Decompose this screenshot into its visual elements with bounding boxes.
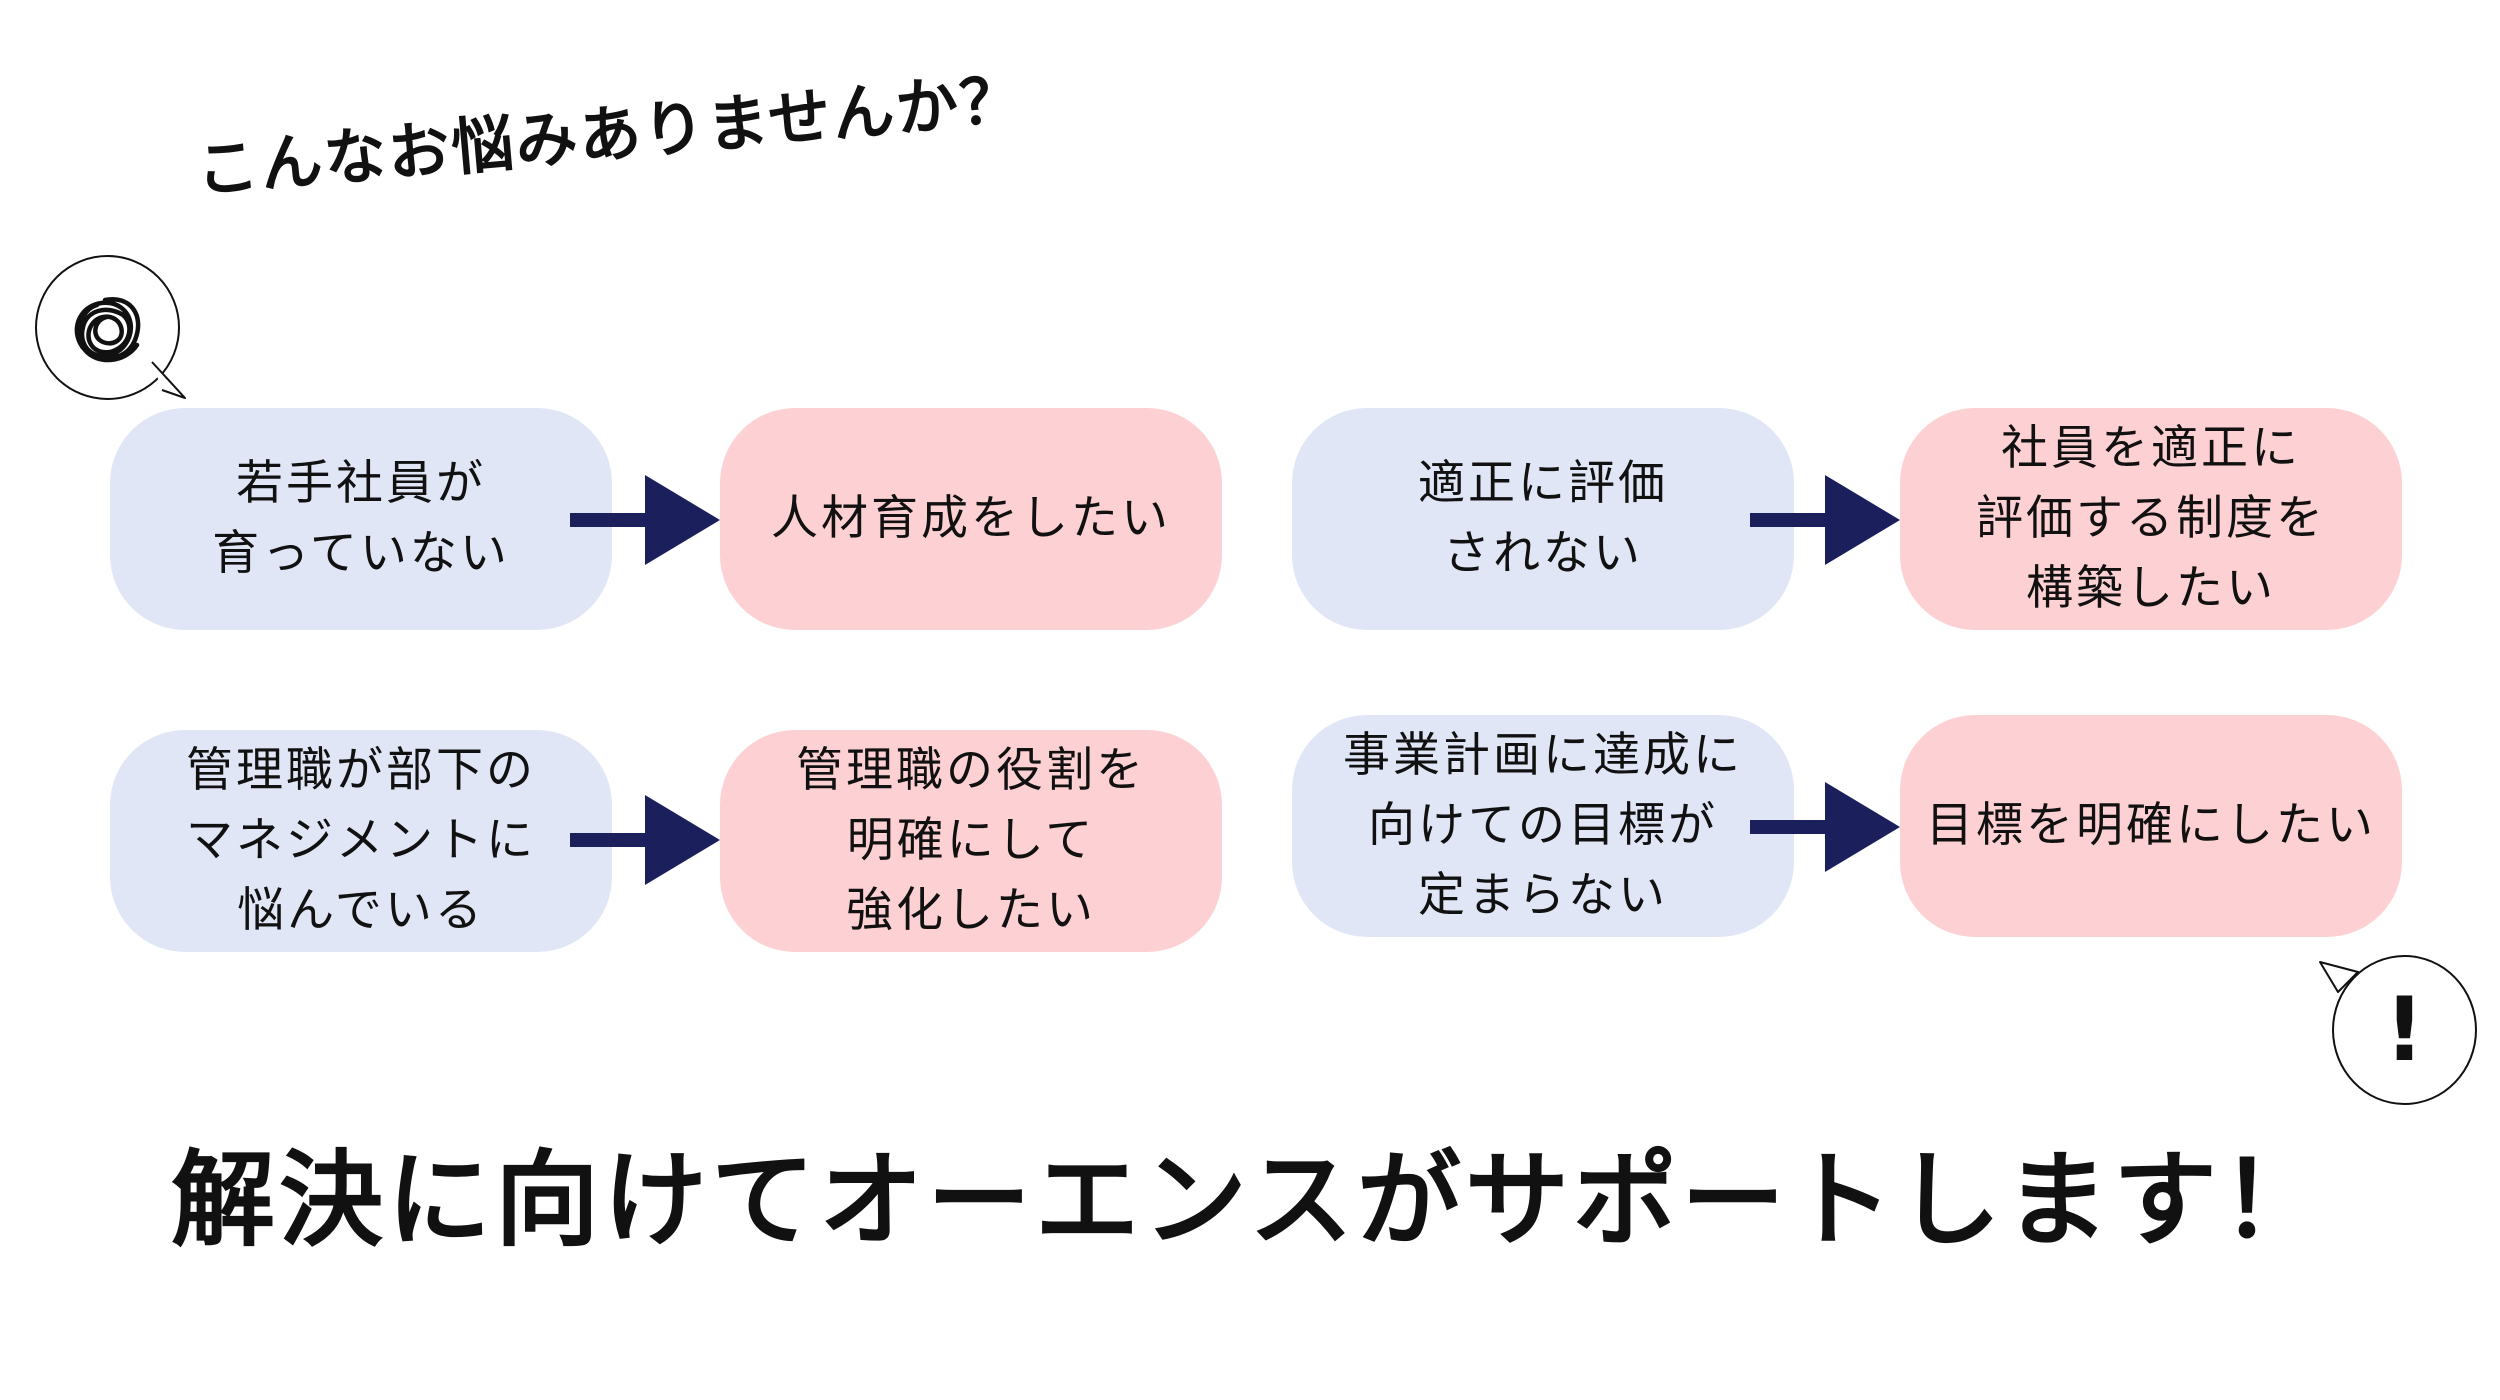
goal-box: 人材育成をしたい [720, 408, 1222, 630]
goal-box: 管理職の役割を 明確にして 強化したい [720, 730, 1222, 952]
goal-text: 社員を適正に 評価する制度を 構築したい [1976, 421, 2326, 616]
problem-text: 適正に評価 されない [1418, 456, 1668, 581]
exclamation-icon: ! [2384, 978, 2425, 1081]
arrow-right-icon [1750, 782, 1900, 872]
goal-text: 人材育成をしたい [771, 491, 1171, 546]
goal-text: 管理職の役割を 明確にして 強化したい [796, 743, 1146, 938]
goal-box: 社員を適正に 評価する制度を 構築したい [1900, 408, 2402, 630]
problem-text: 管理職が部下の マネジメントに 悩んでいる [186, 743, 536, 938]
problem-box: 管理職が部下の マネジメントに 悩んでいる [110, 730, 612, 952]
problem-box: 若手社員が 育っていない [110, 408, 612, 630]
heading: こんなお悩みありませんか？ [193, 61, 1027, 208]
worry-bubble-tail [151, 361, 186, 399]
problem-text: 若手社員が 育っていない [212, 456, 510, 581]
problem-box: 適正に評価 されない [1292, 408, 1794, 630]
conclusion-text: 解決に向けてオーエンスがサポートします！ [171, 1139, 2329, 1261]
goal-box: 目標を明確にしたい [1900, 715, 2402, 937]
problem-box: 事業計画に達成に 向けての目標が 定まらない [1292, 715, 1794, 937]
arrow-right-icon [1750, 475, 1900, 565]
arrow-right-icon [570, 795, 720, 885]
worry-speech-bubble [35, 255, 180, 400]
arrow-right-icon [570, 475, 720, 565]
tangled-scribble-icon [74, 296, 141, 363]
goal-text: 目標を明確にしたい [1926, 798, 2376, 853]
exclaim-speech-bubble: ! [2332, 955, 2477, 1105]
problem-text: 事業計画に達成に 向けての目標が 定まらない [1343, 728, 1743, 923]
